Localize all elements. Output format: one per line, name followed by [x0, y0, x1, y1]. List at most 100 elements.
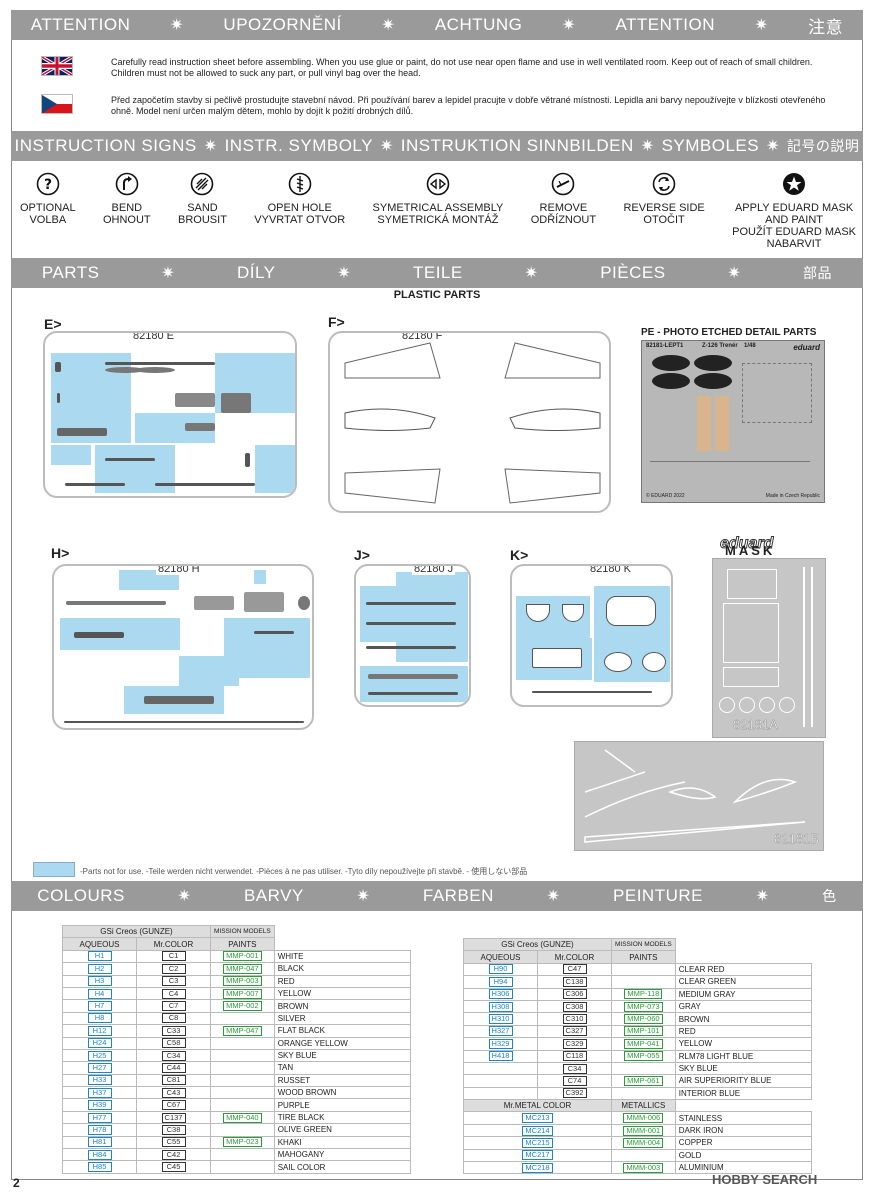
- paint-code: C45: [161, 1162, 186, 1173]
- star-icon: ✷: [381, 17, 396, 34]
- paint-code: MMM-003: [623, 1162, 664, 1173]
- pe-name: Z-126 Trenér: [702, 343, 738, 349]
- paint-code: H327: [488, 1026, 513, 1037]
- paint-code: MC215: [522, 1137, 553, 1148]
- paint-code: C34: [562, 1063, 587, 1074]
- pe-copyright: © EDUARD 2022: [646, 493, 685, 499]
- paint-code: H85: [87, 1162, 112, 1173]
- colour-name: RED: [273, 974, 412, 988]
- colour-name: MEDIUM GRAY: [674, 987, 813, 1001]
- plastic-parts-title: PLASTIC PARTS: [393, 289, 481, 301]
- paint-code: H8: [87, 1013, 112, 1024]
- parts-band: PARTS✷ DÍLY✷ TEILE✷ PIÈCES✷ 部品: [11, 258, 863, 288]
- paint-code: H310: [488, 1014, 513, 1025]
- star-icon: ✷: [546, 888, 561, 905]
- paint-code: C42: [161, 1149, 186, 1160]
- band-title: ATTENTION: [30, 15, 131, 34]
- paint-code: H81: [87, 1137, 112, 1148]
- table-row: MC217 GOLD: [463, 1148, 813, 1163]
- colour-name: TIRE BLACK: [273, 1110, 412, 1125]
- svg-text:?: ?: [44, 177, 52, 193]
- colour-name: SAIL COLOR: [273, 1160, 412, 1174]
- band-title: PARTS: [41, 263, 100, 282]
- paint-code: H77: [87, 1112, 112, 1123]
- colour-name: MAHOGANY: [273, 1148, 412, 1162]
- paint-code: MMP-040: [223, 1112, 262, 1123]
- photo-etched-fret: 82181-LEPT1 Z-126 Trenér 1/48 eduard © E…: [641, 340, 825, 503]
- star-icon: ✷: [169, 17, 184, 34]
- band-title: 色: [822, 888, 837, 904]
- colour-name: FLAT BLACK: [273, 1024, 412, 1038]
- mission-header: MISSION MODELS: [210, 924, 275, 939]
- star-icon: ✷: [754, 17, 769, 34]
- colour-name: GOLD: [674, 1148, 813, 1163]
- drill-icon: [288, 172, 312, 196]
- band-title: UPOZORNĚNÍ: [223, 15, 342, 34]
- paint-code: MC217: [522, 1150, 553, 1161]
- band-title: 注意: [808, 17, 844, 37]
- paint-code: C310: [562, 1014, 587, 1025]
- paint-code: C74: [562, 1075, 587, 1086]
- star-icon: ✷: [727, 265, 742, 282]
- paint-code: MMP-001: [223, 951, 262, 962]
- paint-code: H84: [87, 1149, 112, 1160]
- paint-code: C308: [562, 1001, 587, 1012]
- band-title: 記号の説明: [786, 138, 860, 154]
- paint-code: H1: [87, 951, 112, 962]
- sprue-f-parts: [344, 342, 601, 504]
- paint-code: H94: [488, 976, 513, 987]
- sprue-letter-e: E>: [44, 316, 62, 332]
- star-icon: ✷: [203, 138, 218, 155]
- attention-band: ATTENTION✷ UPOZORNĚNÍ✷ ACHTUNG✷ ATTENTIO…: [11, 10, 863, 40]
- band-title: ATTENTION: [615, 15, 716, 34]
- band-title: FARBEN: [422, 886, 494, 905]
- mrcolor-header: Mr.COLOR: [136, 937, 211, 951]
- star-icon: ✷: [337, 265, 352, 282]
- table-row: H85 C45 SAIL COLOR: [62, 1160, 412, 1174]
- paint-code: MC218: [522, 1162, 553, 1173]
- paint-code: C392: [562, 1088, 587, 1099]
- pe-title: PE - PHOTO ETCHED DETAIL PARTS: [641, 327, 817, 338]
- paint-code: MMM-001: [623, 1125, 664, 1136]
- paint-code: MC213: [522, 1113, 553, 1124]
- metallics-header: METALLICS: [611, 1099, 676, 1113]
- band-title: TEILE: [412, 263, 463, 282]
- paint-code: MMP-007: [223, 988, 262, 999]
- paint-code: H37: [87, 1087, 112, 1098]
- colour-name: DARK IRON: [674, 1123, 813, 1138]
- paint-code: H2: [87, 963, 112, 974]
- star-icon: ✷: [766, 138, 780, 155]
- star-icon: ✷: [755, 888, 770, 905]
- colour-name: ORANGE YELLOW: [273, 1036, 412, 1050]
- aqueous-header: AQUEOUS: [62, 937, 137, 951]
- paint-code: C138: [562, 976, 587, 987]
- band-title: PIÈCES: [600, 263, 666, 282]
- paint-code: C44: [161, 1062, 186, 1073]
- pe-made: Made in Czech Republic: [765, 493, 820, 499]
- mask-sheet-b: 82181B: [574, 741, 824, 851]
- sprue-j: 82180 J: [354, 564, 471, 707]
- star-icon: ✷: [177, 888, 192, 905]
- band-title: DÍLY: [236, 263, 276, 282]
- star-icon: ✷: [561, 17, 576, 34]
- colour-name: OLIVE GREEN: [273, 1123, 412, 1137]
- paint-code: C43: [161, 1087, 186, 1098]
- band-title: BARVY: [243, 886, 304, 905]
- paint-code: H418: [488, 1051, 513, 1062]
- colour-name: STAINLESS: [674, 1111, 813, 1125]
- paint-code: C33: [161, 1025, 186, 1036]
- pe-code: 82181-LEPT1: [646, 343, 684, 349]
- sprue-code: 82180 F: [400, 331, 445, 342]
